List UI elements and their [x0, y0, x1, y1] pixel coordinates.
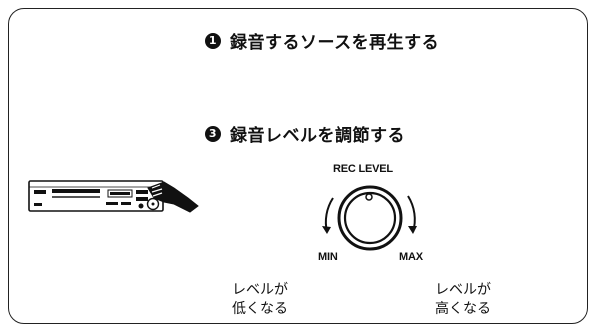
- step-3-number: 3: [205, 125, 221, 142]
- step-1-text: 録音するソースを再生する: [230, 33, 440, 53]
- min-label: MIN: [318, 251, 338, 263]
- note-level-lower-line-2: 低くなる: [232, 301, 288, 317]
- note-level-higher-line-2: 高くなる: [435, 301, 491, 317]
- ccw-arrow-icon: [322, 197, 334, 234]
- rec-level-label: REC LEVEL: [333, 163, 393, 175]
- note-level-higher-line-1: レベルが: [435, 282, 491, 298]
- step-1: 1 録音するソースを再生する: [205, 28, 439, 53]
- md-deck-icon: [28, 180, 199, 213]
- step-3: 3 録音レベルを調節する: [205, 121, 405, 146]
- pointing-hand-icon: [147, 181, 199, 213]
- note-level-lower-line-1: レベルが: [232, 282, 288, 298]
- step-3-text: 録音レベルを調節する: [230, 126, 405, 146]
- instruction-frame: [8, 8, 588, 324]
- rec-level-knob-icon: [322, 185, 417, 251]
- note-level-higher: レベルが 高くなる: [435, 281, 491, 319]
- max-label: MAX: [399, 251, 423, 263]
- cw-arrow-icon: [407, 195, 417, 234]
- note-level-lower: レベルが 低くなる: [232, 281, 288, 319]
- step-1-number: 1: [205, 32, 221, 49]
